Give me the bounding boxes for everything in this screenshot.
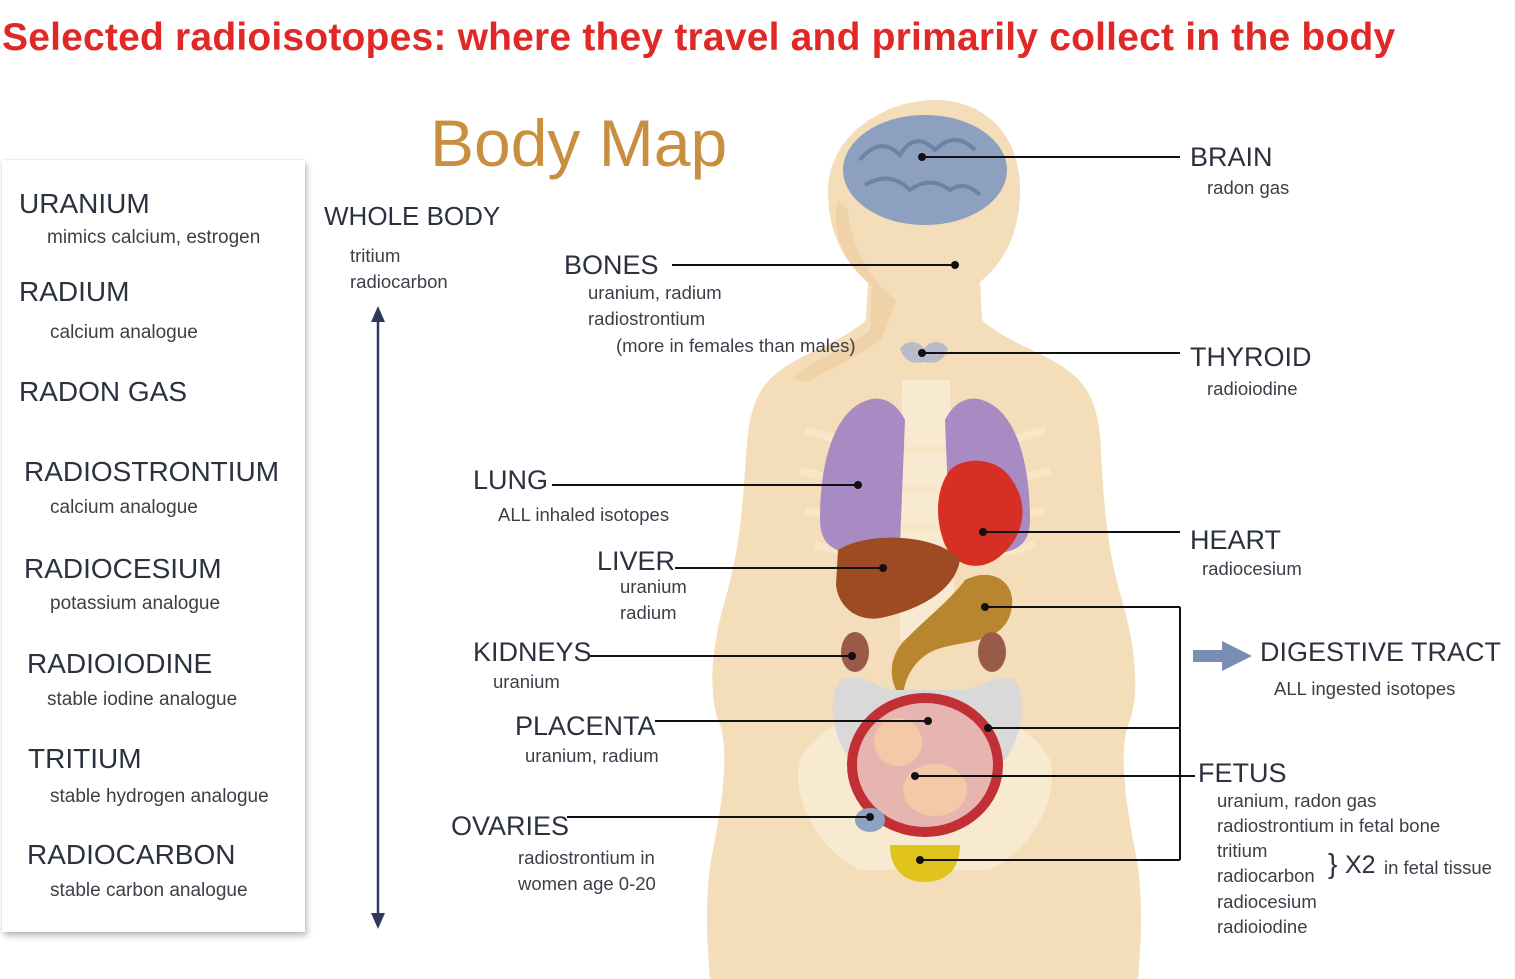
bones-isotope: uranium, radium — [588, 282, 722, 303]
isotope-name-uranium: URANIUM — [19, 188, 150, 219]
liver-icon — [836, 537, 960, 619]
whole-body-arrow — [371, 306, 385, 929]
isotope-name-radium: RADIUM — [19, 276, 130, 307]
digestive-tract-label: DIGESTIVE TRACT — [1260, 637, 1502, 667]
fetus-multiplier: X2 — [1345, 851, 1376, 879]
heart-isotope: radiocesium — [1202, 558, 1302, 579]
ovaries-label: OVARIES — [451, 811, 570, 841]
isotope-name-radiostrontium: RADIOSTRONTIUM — [24, 456, 280, 487]
left-lung-icon — [820, 398, 905, 553]
left-kidney-icon — [841, 632, 869, 672]
fetus-isotope: tritium — [1217, 840, 1268, 861]
fetus-brace: } — [1328, 848, 1338, 879]
kidneys-isotope: uranium — [493, 671, 560, 692]
thyroid-label: THYROID — [1190, 342, 1312, 372]
ovaries-isotope: radiostrontium in — [518, 847, 655, 868]
fetus-multiplier-note: in fetal tissue — [1384, 857, 1492, 878]
isotope-name-tritium: TRITIUM — [28, 743, 142, 774]
brain-icon — [843, 115, 1007, 225]
isotope-name-radiocarbon: RADIOCARBON — [27, 839, 236, 870]
connector-dots — [848, 153, 992, 864]
isotope-desc-uranium: mimics calcium, estrogen — [47, 227, 261, 248]
right-kidney-icon — [978, 632, 1006, 672]
isotope-list-panel — [2, 160, 305, 932]
fetus-label: FETUS — [1198, 758, 1287, 788]
digestive-tract-isotope: ALL ingested isotopes — [1274, 678, 1456, 699]
main-title: Selected radioisotopes: where they trave… — [2, 16, 1396, 59]
whole-body-item: tritium — [350, 245, 401, 266]
lung-label: LUNG — [473, 465, 549, 495]
isotope-name-radon-gas: RADON GAS — [19, 376, 188, 407]
bones-isotope: radiostrontium — [588, 308, 706, 329]
body-map-title: Body Map — [430, 106, 728, 180]
fetus-isotope: uranium, radon gas — [1217, 790, 1377, 811]
liver-isotope: uranium — [620, 576, 687, 597]
placenta-isotope: uranium, radium — [525, 745, 659, 766]
ovaries-isotope: women age 0-20 — [518, 873, 656, 894]
placenta-label: PLACENTA — [515, 711, 656, 741]
whole-body-label: WHOLE BODY — [324, 201, 501, 231]
liver-label: LIVER — [597, 546, 676, 576]
whole-body-item: radiocarbon — [350, 271, 448, 292]
kidneys-label: KIDNEYS — [473, 637, 592, 667]
fetus-isotope: radiocesium — [1217, 891, 1317, 912]
brain-label: BRAIN — [1190, 142, 1273, 172]
heart-label: HEART — [1190, 525, 1282, 555]
bones-note: (more in females than males) — [616, 335, 856, 356]
fetus-isotope: radioiodine — [1217, 916, 1308, 937]
isotope-name-radiocesium: RADIOCESIUM — [24, 553, 222, 584]
fetus-isotope: radiocarbon — [1217, 865, 1315, 886]
connector-lines — [552, 156, 1195, 861]
isotope-desc-radioiodine: stable iodine analogue — [47, 689, 238, 710]
isotope-desc-radium: calcium analogue — [50, 322, 198, 343]
isotope-desc-tritium: stable hydrogen analogue — [50, 786, 269, 807]
liver-isotope: radium — [620, 602, 677, 623]
heart-icon — [938, 460, 1023, 566]
bladder-icon — [890, 845, 960, 882]
isotope-desc-radiocarbon: stable carbon analogue — [50, 880, 248, 901]
digestive-arrow-icon — [1193, 641, 1252, 671]
thyroid-isotope: radioiodine — [1207, 378, 1298, 399]
isotope-desc-radiocesium: potassium analogue — [50, 593, 221, 614]
bones-label: BONES — [564, 250, 659, 280]
isotope-desc-radiostrontium: calcium analogue — [50, 497, 198, 518]
fetus-isotope: radiostrontium in fetal bone — [1217, 815, 1441, 836]
brain-isotope: radon gas — [1207, 177, 1290, 198]
isotope-name-radioiodine: RADIOIODINE — [27, 648, 213, 679]
lung-isotope: ALL inhaled isotopes — [498, 504, 670, 525]
